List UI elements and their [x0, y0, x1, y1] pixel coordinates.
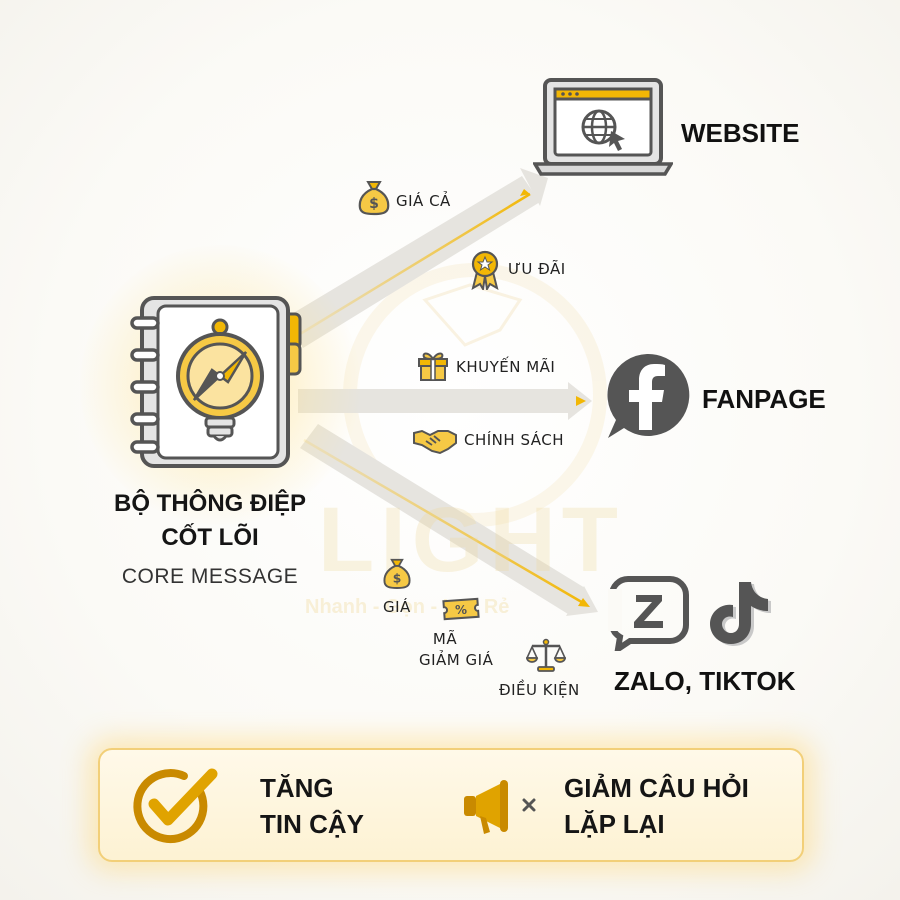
benefit-questions-line2: LẶP LẠI — [564, 809, 665, 839]
checkmark-circle-icon — [133, 768, 218, 844]
megaphone-x-icon — [464, 780, 536, 834]
channel-fanpage: FANPAGE — [702, 384, 826, 414]
channel-website: WEBSITE — [681, 118, 800, 148]
tag-price: GIÁ CẢ — [396, 192, 451, 210]
arrow-to-fanpage — [298, 382, 592, 420]
notebook-compass-lightbulb-icon — [130, 296, 302, 468]
money-bag-small-icon: $ — [383, 558, 411, 589]
tag-policy: CHÍNH SÁCH — [464, 431, 564, 449]
svg-text:$: $ — [393, 572, 402, 586]
benefit-trust-line1: TĂNG — [260, 773, 334, 803]
tag-coupon-line2: GIẢM GIÁ — [419, 651, 494, 669]
svg-text:$: $ — [369, 196, 379, 212]
tag-offer: ƯU ĐÃI — [508, 260, 566, 278]
core-subtitle: CORE MESSAGE — [121, 565, 299, 588]
tiktok-icon — [710, 582, 771, 646]
arrow-to-zalo-tiktok — [300, 424, 598, 616]
tag-promotion: KHUYẾN MÃI — [456, 358, 556, 376]
tag-conditions: ĐIỀU KIỆN — [499, 681, 580, 699]
svg-text:%: % — [455, 603, 467, 617]
award-badge-icon — [471, 250, 499, 290]
core-title-line2: CỐT LÕI — [161, 524, 259, 551]
tag-price-short: GIÁ — [383, 598, 411, 616]
benefits-banner: TĂNG TIN CẬY GIẢM CÂU HỎI LẶP LẠI — [98, 748, 804, 862]
zalo-icon — [608, 576, 689, 651]
balance-scale-icon — [526, 638, 566, 672]
facebook-icon — [607, 353, 690, 438]
tag-coupon-line1: MÃ — [432, 630, 458, 648]
coupon-ticket-icon: % — [442, 597, 480, 621]
money-bag-icon: $ — [358, 181, 390, 216]
benefit-trust-line2: TIN CẬY — [260, 809, 364, 839]
benefit-questions-line1: GIẢM CÂU HỎI — [564, 773, 749, 803]
gift-box-icon — [418, 352, 448, 381]
watermark-brand: LIGHT — [318, 489, 624, 591]
laptop-globe-cursor-icon — [533, 78, 673, 176]
core-title-line1: BỘ THÔNG ĐIỆP — [113, 490, 306, 517]
channel-zalo-tiktok: ZALO, TIKTOK — [614, 666, 796, 696]
handshake-icon — [413, 429, 457, 455]
